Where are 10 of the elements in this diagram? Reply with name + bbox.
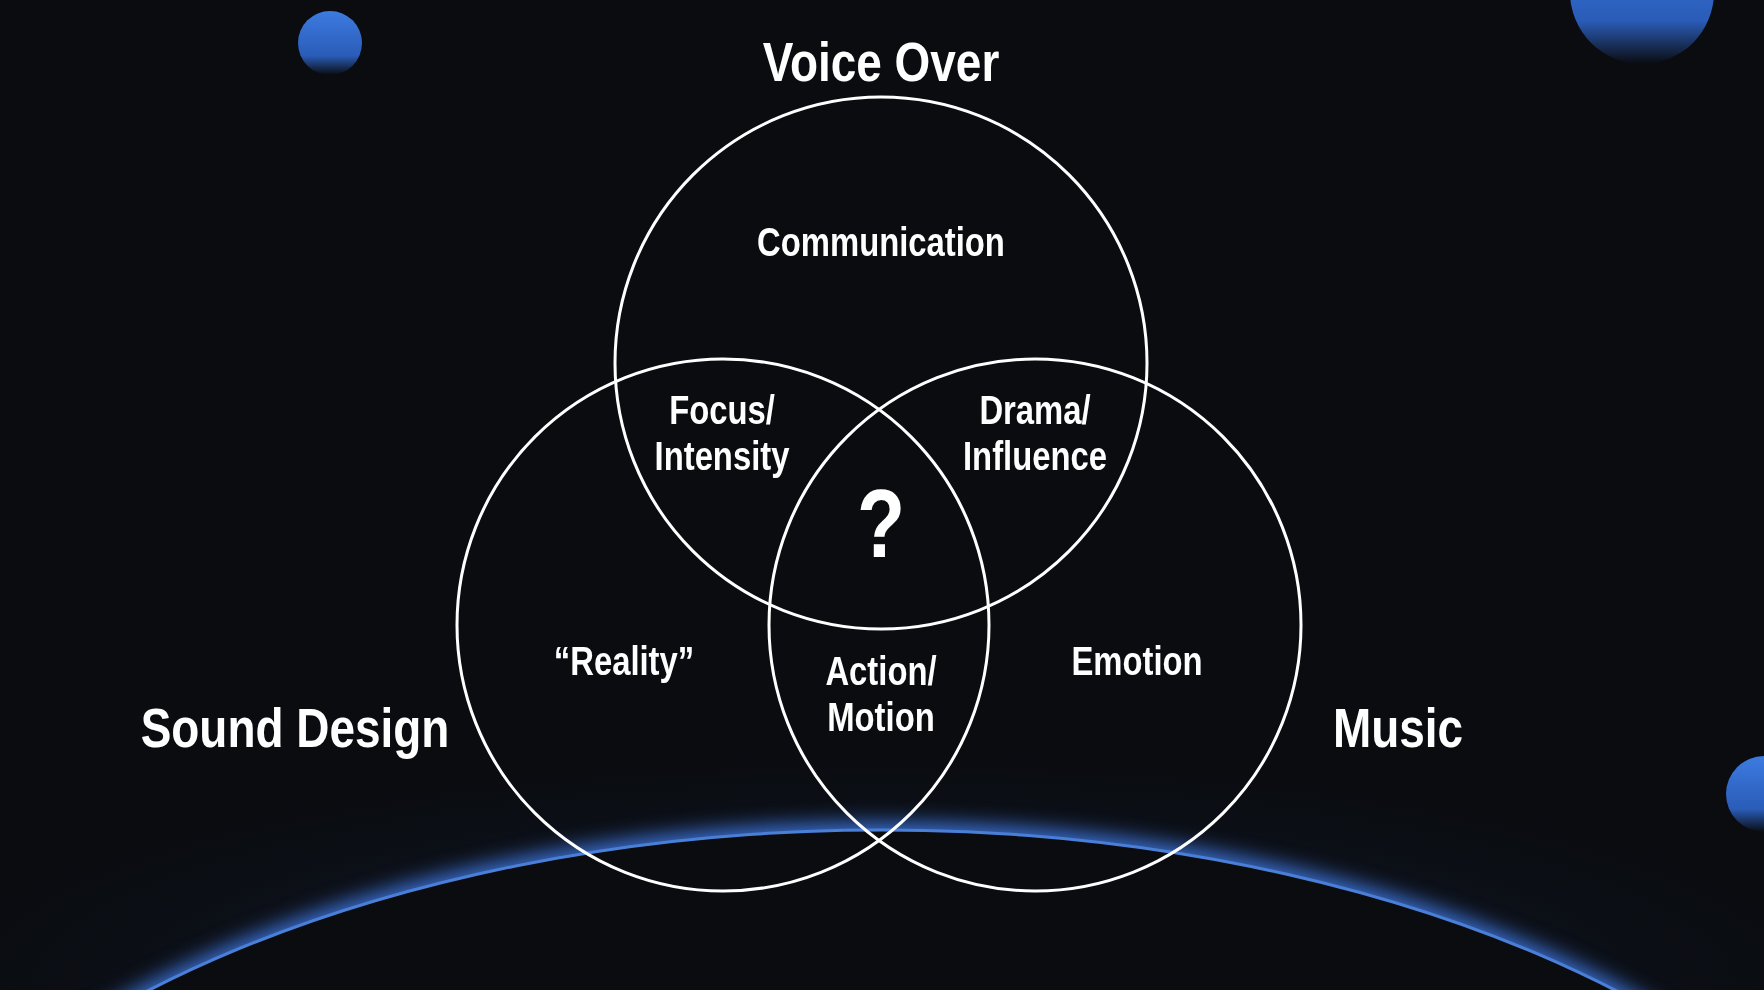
center-question-mark: ? bbox=[856, 468, 906, 579]
region-label: Emotion bbox=[1071, 639, 1203, 683]
circle-title: Voice Over bbox=[762, 31, 1000, 93]
region-label: Focus/ Intensity bbox=[653, 387, 791, 479]
region-label: “Reality” bbox=[553, 639, 695, 683]
circle-title: Music bbox=[1332, 697, 1464, 759]
circle-title: Sound Design bbox=[140, 697, 450, 759]
region-label: Communication bbox=[757, 220, 1005, 264]
region-label: Drama/ Influence bbox=[962, 387, 1108, 479]
region-label: Action/ Motion bbox=[824, 648, 938, 740]
